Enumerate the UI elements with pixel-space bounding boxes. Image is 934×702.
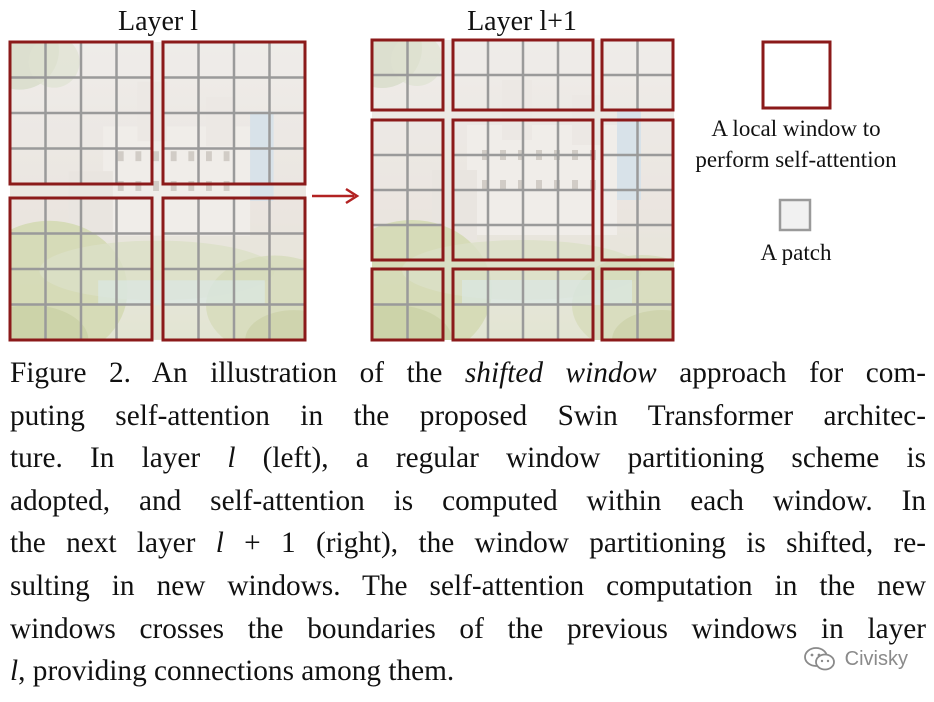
local-window xyxy=(161,196,307,342)
local-window xyxy=(8,40,154,186)
shifted-window xyxy=(370,267,445,342)
shifted-window xyxy=(600,38,675,112)
shifted-window xyxy=(451,38,595,112)
local-window xyxy=(8,196,154,342)
legend-patch-label: A patch xyxy=(761,240,832,265)
caption-line: ture. In layer l (left), a regular windo… xyxy=(10,442,926,475)
legend-patch-icon xyxy=(778,198,812,232)
shifted-window xyxy=(600,267,675,342)
watermark-text: Civisky xyxy=(844,647,908,670)
layer-l1-patch-grid xyxy=(372,40,673,340)
shifted-window xyxy=(370,118,445,262)
shifted-window xyxy=(451,118,595,262)
wechat-icon xyxy=(803,647,835,671)
layer-l1-title: Layer l+1 xyxy=(467,6,577,37)
legend-window-label-line1: A local window to xyxy=(711,116,880,141)
watermark: Civisky xyxy=(803,644,908,674)
layer-l-image xyxy=(10,42,306,340)
caption-line: the next layer l + 1 (right), the window… xyxy=(10,527,926,560)
shifted-window xyxy=(600,118,675,262)
legend-window-label-line2: perform self-attention xyxy=(695,147,897,172)
caption-line: adopted, and self-attention is computed … xyxy=(10,484,926,517)
legend-window-icon xyxy=(761,40,832,110)
caption-line: windows crosses the boundaries of the pr… xyxy=(10,612,926,645)
shifted-window xyxy=(370,38,445,112)
layer-l-windows xyxy=(8,40,307,342)
figure-caption: Figure 2. An illustration of the shifted… xyxy=(10,352,926,693)
caption-line: l, providing connections among them. xyxy=(10,655,455,688)
layer-l-title: Layer l xyxy=(118,6,198,37)
caption-line: sulting in new windows. The self-attenti… xyxy=(10,569,926,602)
arrow-icon xyxy=(312,187,360,205)
local-window xyxy=(161,40,307,186)
layer-l1-windows xyxy=(370,38,675,342)
caption-line: puting self-attention in the proposed Sw… xyxy=(10,399,926,432)
layer-l-patch-grid xyxy=(10,42,305,340)
shifted-window xyxy=(451,267,595,342)
caption-line: Figure 2. An illustration of the shifted… xyxy=(10,357,926,389)
swin-shifted-window-figure: Layer l Layer l+1 A local window to perf… xyxy=(8,6,897,342)
